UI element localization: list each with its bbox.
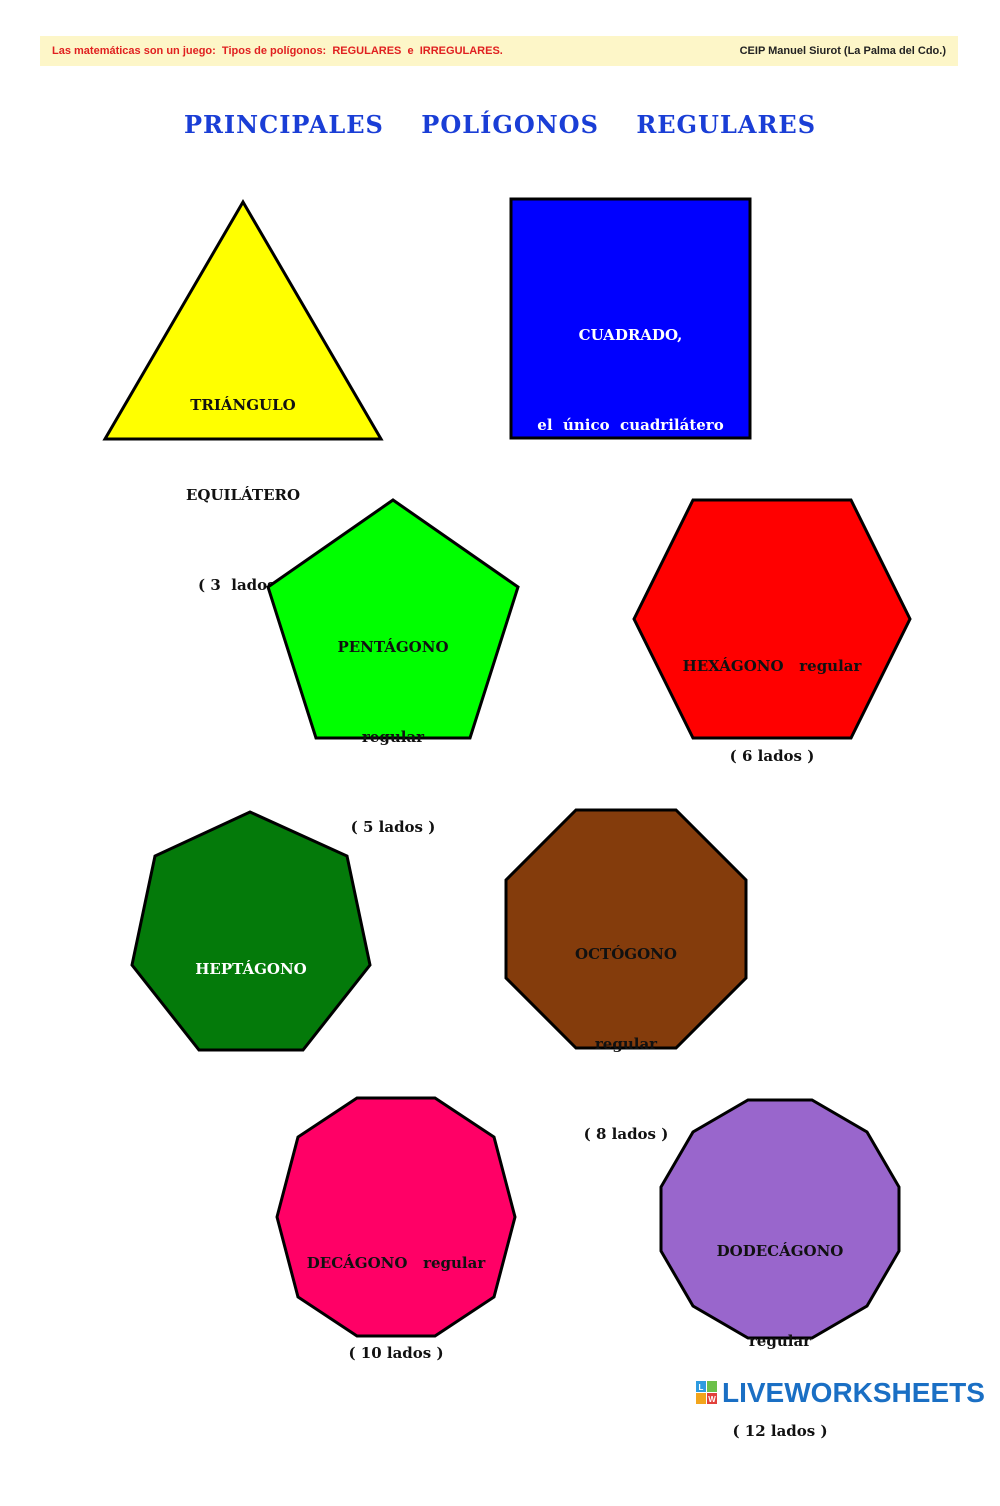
logo-letter-w: W [708, 1395, 716, 1404]
pentagon-line-2: regular [361, 728, 425, 746]
square-line-1: CUADRADO, [578, 326, 683, 344]
heptagon-line-3: ( 7 lados ) [208, 1140, 294, 1158]
square-line-2: el único cuadrilátero [537, 416, 724, 434]
square-line-3: regular [599, 506, 662, 524]
pentagon-svg [266, 498, 520, 740]
decagon-svg [275, 1096, 517, 1338]
triangle-polygon [102, 199, 384, 441]
heptagon-svg [130, 810, 372, 1052]
decagon-line-1: DECÁGONO regular [306, 1254, 486, 1272]
header-right-text: CEIP Manuel Siurot (La Palma del Cdo.) [739, 45, 946, 57]
dodecagon-shape: DODECÁGONO regular ( 12 lados ) [657, 1096, 903, 1440]
octagon-line-2: regular [594, 1035, 658, 1053]
liveworksheets-logo-icon: L W [696, 1381, 717, 1404]
octagon-svg [504, 808, 748, 1050]
pentagon-label: PENTÁGONO regular ( 5 lados ) [264, 572, 522, 902]
pentagon-polygon [266, 498, 520, 740]
hexagon-polygon [632, 498, 912, 740]
decagon-line-2: ( 10 lados ) [348, 1344, 444, 1362]
liveworksheets-logo[interactable]: L W LIVEWORKSHEETS [696, 1376, 985, 1410]
hexagon-shape: HEXÁGONO regular ( 6 lados ) [630, 496, 914, 765]
hexagon-label: HEXÁGONO regular ( 6 lados ) [630, 591, 914, 831]
triangle-line-2: EQUILÁTERO [185, 486, 301, 504]
header-left-text: Las matemáticas son un juego: Tipos de p… [52, 45, 503, 57]
square-shape: CUADRADO, el único cuadrilátero regular … [508, 196, 753, 614]
decagon-shape: DECÁGONO regular ( 10 lados ) [273, 1094, 519, 1362]
logo-letter-l: L [699, 1383, 704, 1392]
heptagon-line-2: regular [219, 1050, 283, 1068]
square-svg [509, 197, 752, 440]
page-title: PRINCIPALES POLÍGONOS REGULARES [183, 110, 817, 139]
triangle-shape: TRIÁNGULO EQUILÁTERO ( 3 lados ) [100, 196, 386, 594]
heptagon-polygon [130, 810, 372, 1052]
dodecagon-polygon [659, 1098, 901, 1340]
decagon-polygon [275, 1096, 517, 1338]
liveworksheets-logo-text: LIVEWORKSHEETS [722, 1377, 985, 1408]
dodecagon-label: DODECÁGONO regular ( 12 lados ) [657, 1176, 903, 1506]
octagon-polygon [504, 808, 748, 1050]
heptagon-label: HEPTÁGONO regular ( 7 lados ) [128, 894, 374, 1224]
dodecagon-line-3: ( 12 lados ) [732, 1422, 828, 1440]
dodecagon-line-1: DODECÁGONO [716, 1242, 844, 1260]
header-bar: Las matemáticas son un juego: Tipos de p… [40, 36, 958, 66]
hexagon-svg [632, 498, 912, 740]
pentagon-line-1: PENTÁGONO [337, 638, 449, 656]
heptagon-shape: HEPTÁGONO regular ( 7 lados ) [128, 808, 374, 1158]
pentagon-line-3: ( 5 lados ) [350, 818, 436, 836]
hexagon-line-2: ( 6 lados ) [729, 747, 815, 765]
octagon-label: OCTÓGONO regular ( 8 lados ) [502, 879, 750, 1209]
octagon-line-1: OCTÓGONO [575, 945, 677, 963]
octagon-shape: OCTÓGONO regular ( 8 lados ) [502, 806, 750, 1143]
triangle-label: TRIÁNGULO EQUILÁTERO ( 3 lados ) [100, 330, 386, 660]
octagon-line-3: ( 8 lados ) [583, 1125, 669, 1143]
heptagon-line-1: HEPTÁGONO [195, 960, 307, 978]
dodecagon-svg [659, 1098, 901, 1340]
pentagon-shape: PENTÁGONO regular ( 5 lados ) [264, 496, 522, 836]
triangle-svg [102, 199, 384, 441]
square-rect [509, 197, 752, 440]
decagon-label: DECÁGONO regular ( 10 lados ) [273, 1188, 519, 1428]
hexagon-line-1: HEXÁGONO regular [682, 657, 862, 675]
dodecagon-line-2: regular [748, 1332, 812, 1350]
triangle-line-1: TRIÁNGULO [190, 396, 296, 414]
